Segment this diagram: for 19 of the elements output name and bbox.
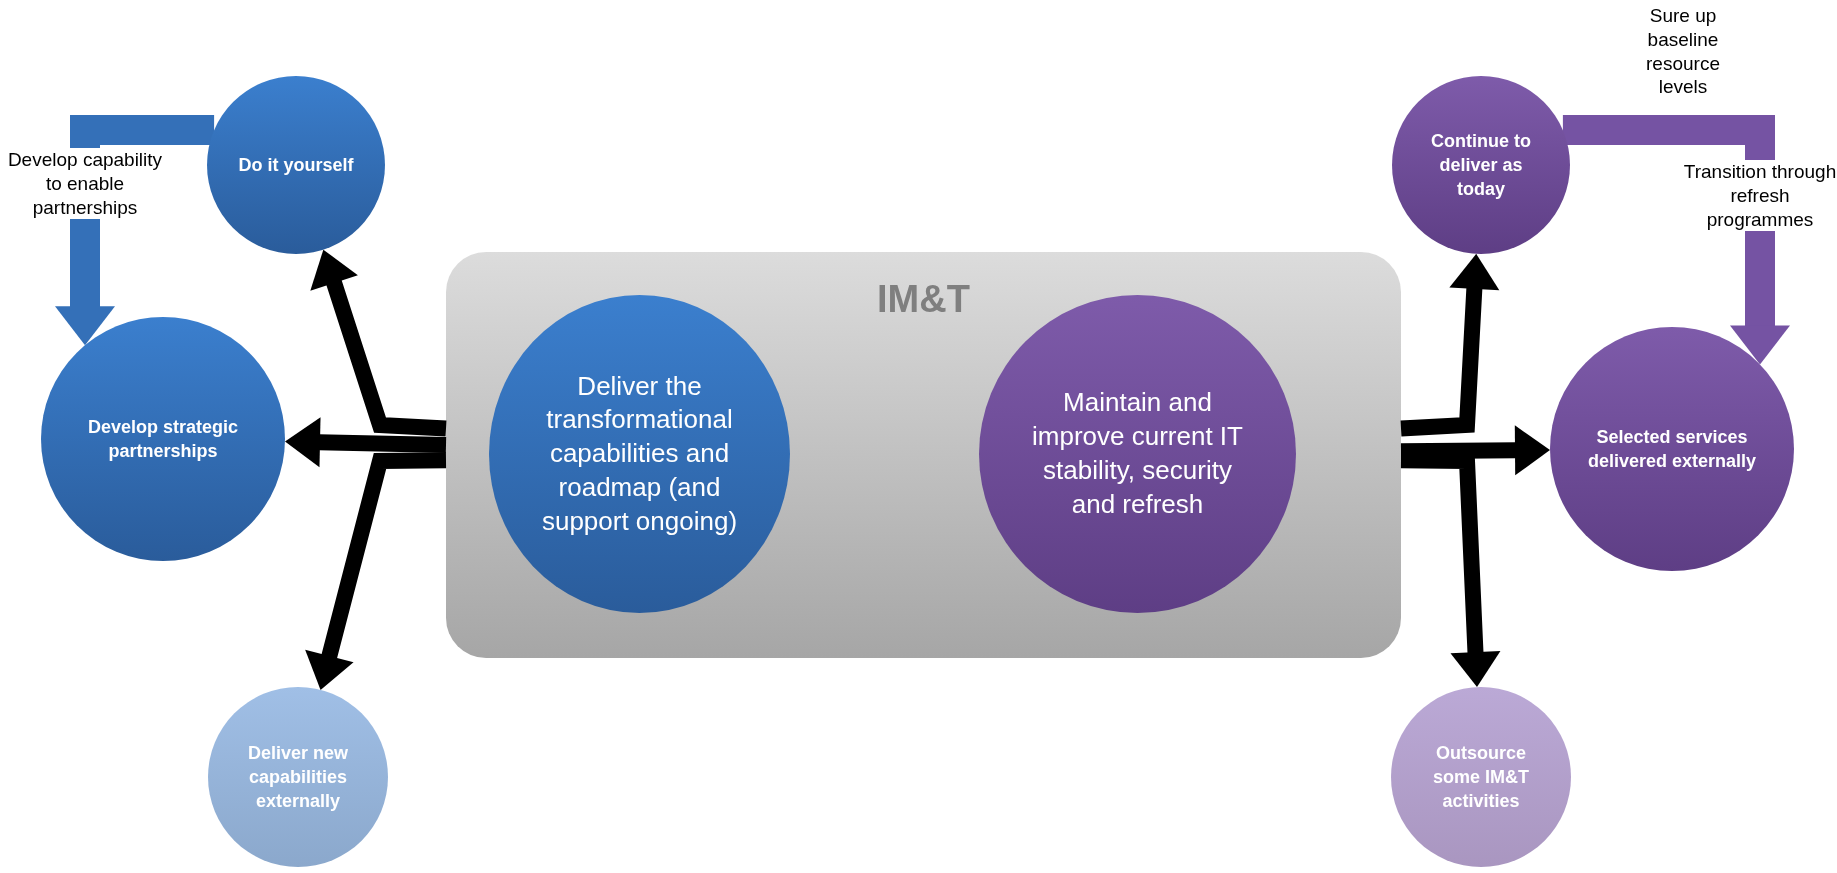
note-text: Sure up baseline resource levels (1645, 4, 1721, 99)
arrow (305, 452, 447, 690)
rounded-panel (446, 252, 1401, 658)
circle-node: Continue to deliver as today (1392, 76, 1570, 254)
ellipse-node: Deliver the transformational capabilities and roadmap (and support ongoing) (489, 295, 790, 613)
circle-node: Outsource some IM&T activities (1391, 687, 1571, 867)
edge-label: Transition through refresh programmes (1683, 160, 1837, 232)
arrow (310, 249, 447, 437)
arrow (285, 417, 447, 468)
circle-node: Develop strategic partnerships (41, 317, 285, 561)
circle-node: Selected services delivered externally (1550, 327, 1794, 571)
circle-node: Do it yourself (207, 76, 385, 254)
circle-node: Deliver new capabilities externally (208, 687, 388, 867)
arrow (1400, 253, 1500, 437)
arrow (1400, 425, 1550, 476)
arrow (1400, 452, 1501, 688)
panel-title: IM&T (877, 278, 970, 321)
ellipse-node: Maintain and improve current IT stability, security and refresh (979, 295, 1296, 613)
bent-arrow (1562, 115, 1790, 365)
